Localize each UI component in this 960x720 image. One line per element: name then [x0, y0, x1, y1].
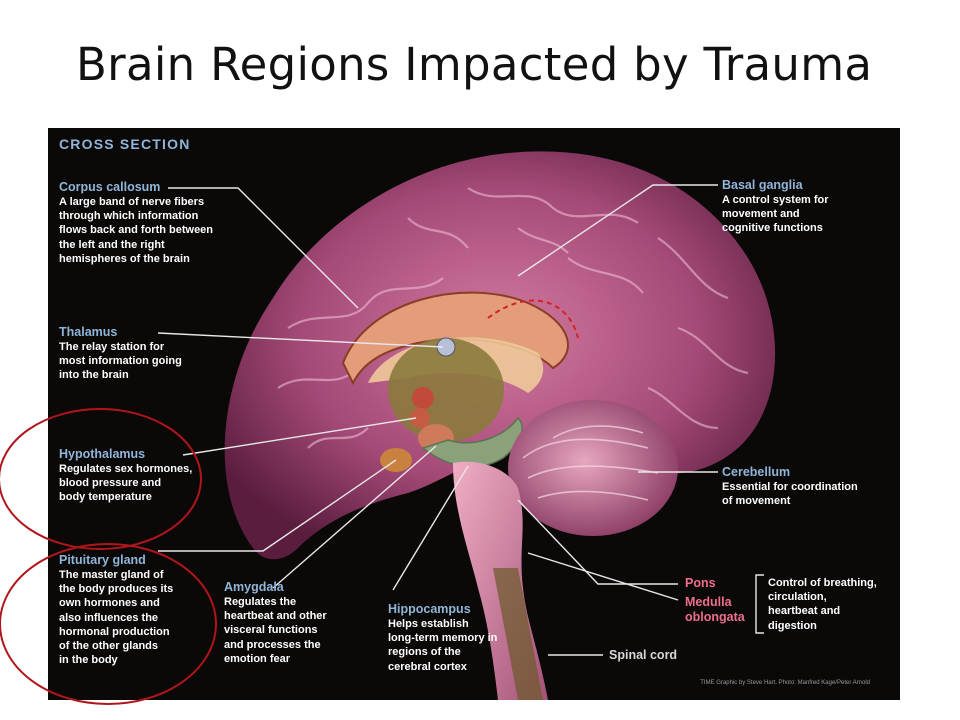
section-heading: CROSS SECTION [59, 136, 191, 152]
label-heading: Pituitary gland [59, 553, 146, 567]
label-heading: Pons [685, 576, 716, 590]
label-heading: Thalamus [59, 325, 118, 339]
label-heading: Amygdala [224, 580, 284, 594]
pituitary [380, 448, 412, 472]
label-thalamus: Thalamus The relay station for most info… [59, 325, 182, 383]
label-heading: Hippocampus [388, 602, 471, 616]
label-description: Essential for coordination of movement [722, 481, 858, 508]
slide-title: Brain Regions Impacted by Trauma [76, 38, 873, 91]
label-description: The relay station for most information g… [59, 341, 182, 382]
label-spinal-cord: Spinal cord [609, 648, 677, 663]
label-description: The master gland of the body produces it… [59, 569, 174, 667]
label-brainstem-function: Control of breathing, circulation, heart… [768, 576, 877, 633]
figure-credit: TIME Graphic by Steve Hart. Photo: Manfr… [700, 680, 870, 686]
label-amygdala: Amygdala Regulates the heartbeat and oth… [224, 580, 327, 666]
label-medulla-oblongata: Medulla oblongata [685, 595, 745, 625]
label-heading: Spinal cord [609, 648, 678, 662]
label-description: Control of breathing, circulation, heart… [768, 577, 877, 632]
label-pituitary-gland: Pituitary gland The master gland of the … [59, 553, 173, 667]
label-heading: Corpus callosum [59, 180, 161, 194]
label-description: A large band of nerve fibers through whi… [59, 196, 214, 265]
label-hypothalamus: Hypothalamus Regulates sex hormones, blo… [59, 447, 192, 505]
label-heading: Hypothalamus [59, 447, 146, 461]
spinal-cord [493, 568, 543, 700]
label-hippocampus: Hippocampus Helps establish long-term me… [388, 602, 497, 674]
label-heading: Medulla oblongata [685, 595, 745, 624]
label-heading: Basal ganglia [722, 178, 803, 192]
hypothalamus [412, 387, 434, 409]
label-description: Regulates sex hormones, blood pressure a… [59, 463, 193, 504]
label-pons: Pons [685, 576, 716, 591]
label-cerebellum: Cerebellum Essential for coordination of… [722, 465, 858, 508]
label-description: Regulates the heartbeat and other viscer… [224, 596, 327, 665]
label-basal-ganglia: Basal ganglia A control system for movem… [722, 178, 829, 236]
label-heading: Cerebellum [722, 465, 791, 479]
label-description: A control system for movement and cognit… [722, 194, 829, 235]
label-description: Helps establish long-term memory in regi… [388, 618, 498, 673]
cerebellum [508, 400, 678, 536]
brain-cross-section-figure: CROSS SECTION Corpus callosum A large ba… [48, 128, 900, 700]
label-corpus-callosum: Corpus callosum A large band of nerve fi… [59, 180, 213, 266]
